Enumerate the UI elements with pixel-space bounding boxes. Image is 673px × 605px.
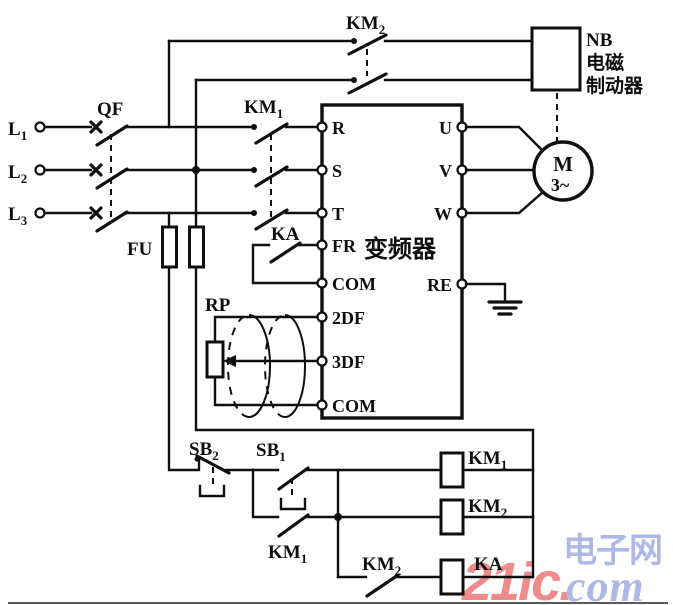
ka-coil-label: KA <box>474 554 503 575</box>
phase-l3-label: L3 <box>8 204 28 228</box>
phase-l2-label: L2 <box>8 162 27 186</box>
brake-id-label: NB <box>586 30 613 51</box>
inverter-name: 变频器 <box>364 235 437 263</box>
terminal-COM2 <box>316 399 328 411</box>
brake-box <box>530 26 582 92</box>
qf-breaker: QF <box>89 99 129 233</box>
power-input: L1 L2 L3 QF KM1 <box>8 97 319 233</box>
inverter-box <box>320 103 464 420</box>
sb2-stop-button: SB2 <box>189 439 231 498</box>
motor-section: M 3~ <box>464 125 594 316</box>
sb2-label: SB2 <box>189 439 219 463</box>
km1-holding-contact: KM1 <box>268 513 310 566</box>
terminal-W-label: W <box>434 204 452 224</box>
l1-input-terminal <box>34 121 46 133</box>
terminal-2DF <box>316 311 328 323</box>
brake-name-line2: 制动器 <box>586 74 644 97</box>
motor-phase-label: 3~ <box>551 175 570 195</box>
terminal-COM2-label: COM <box>332 396 376 416</box>
motor-id-label: M <box>553 152 573 176</box>
km2-aux-label: KM2 <box>362 554 401 578</box>
ka-contact-label: KA <box>271 224 300 245</box>
terminal-U-label: U <box>439 118 452 138</box>
control-feeders: FU <box>127 78 535 579</box>
terminal-COM1 <box>316 277 328 289</box>
fuse-2 <box>188 225 205 269</box>
rp-potentiometer <box>205 340 225 379</box>
left-feeder-wire <box>167 211 199 472</box>
terminal-S-label: S <box>332 161 342 181</box>
l2-input-terminal <box>34 164 46 176</box>
watermark-site-cn: 电子网 <box>563 532 662 570</box>
km1-holding-label: KM1 <box>268 542 307 566</box>
watermark-domain: com <box>566 562 645 605</box>
com2-wire <box>213 375 319 407</box>
fu-label: FU <box>127 239 153 260</box>
terminal-R-label: R <box>332 118 346 138</box>
terminal-FR-label: FR <box>332 236 357 256</box>
speed-reference: RP <box>205 295 319 418</box>
w-phase-wire <box>464 190 545 215</box>
shield-loop-2-left <box>264 314 286 418</box>
terminal-R <box>316 121 328 133</box>
watermark: 21ic. 电子网 com <box>461 532 663 605</box>
watermark-brand: 21ic. <box>461 552 572 605</box>
km2-contact-label: KM2 <box>346 13 385 37</box>
sb1-label: SB1 <box>256 440 286 464</box>
u-phase-wire <box>464 125 544 152</box>
terminal-COM1-label: COM <box>332 274 376 294</box>
inverter: 变频器 R S T FR COM 2DF 3DF COM U V W RE <box>316 103 468 420</box>
km1-coil-label: KM1 <box>468 448 507 472</box>
brake-circuit: KM2 NB 电磁 制动器 <box>167 13 644 141</box>
holding-branch-wire <box>251 468 280 519</box>
terminal-3DF <box>316 355 328 367</box>
l3-input-terminal <box>34 207 46 219</box>
ground-symbol <box>464 282 523 316</box>
wiper-arrow <box>223 355 236 367</box>
ka-input-contact: KA <box>251 224 319 285</box>
km2-coil-label: KM2 <box>468 496 507 520</box>
km1-main-label: KM1 <box>244 97 283 121</box>
2df-wire <box>213 315 319 344</box>
shield-loop-2-right <box>284 314 306 418</box>
km2-aux-contact: KM2 <box>362 554 401 598</box>
shield-loop-1-left <box>227 314 250 418</box>
terminal-2DF-label: 2DF <box>332 308 365 328</box>
motor-circle <box>532 140 594 202</box>
terminal-RE-label: RE <box>427 275 452 295</box>
control-circuit: SB2 SB1 KM1 KM2 KM1 KM2 K <box>189 439 535 598</box>
terminal-3DF-label: 3DF <box>332 352 365 372</box>
km1-main-contact: KM1 <box>244 97 289 231</box>
terminal-V-label: V <box>439 161 452 181</box>
terminal-FR <box>316 239 328 251</box>
fuse-1 <box>161 225 178 269</box>
ka-coil <box>439 558 465 596</box>
sb1-start-button: SB1 <box>256 440 310 511</box>
ka-loop-wire <box>251 243 319 285</box>
terminal-T-label: T <box>332 204 344 224</box>
rp-label: RP <box>205 295 231 316</box>
terminal-S <box>316 164 328 176</box>
qf-label: QF <box>97 99 123 120</box>
km2-coil <box>439 498 465 536</box>
brake-name-line1: 电磁 <box>586 51 624 74</box>
terminal-T <box>316 207 328 219</box>
phase-l1-label: L1 <box>8 119 27 143</box>
km1-coil <box>439 451 465 489</box>
shield-loop-1-right <box>248 314 271 418</box>
km2-main-contact <box>347 33 388 95</box>
